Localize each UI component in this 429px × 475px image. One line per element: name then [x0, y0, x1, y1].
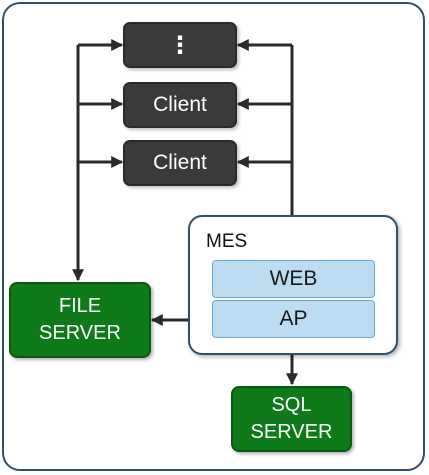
- client-label: Client: [153, 93, 207, 116]
- client-label: Client: [153, 151, 207, 174]
- client-node-1: Client: [123, 82, 237, 128]
- ap-layer: AP: [212, 300, 375, 338]
- client-more-node: ⋮: [123, 22, 237, 68]
- sql-server-label-line1: SQL: [271, 394, 312, 416]
- vertical-ellipsis-icon: ⋮: [168, 31, 192, 59]
- web-layer: WEB: [212, 260, 375, 298]
- sql-server-node: SQL SERVER: [231, 386, 352, 452]
- file-server-node: FILE SERVER: [9, 282, 151, 358]
- mes-title: MES: [206, 231, 248, 252]
- mes-container: MES WEB AP: [188, 215, 398, 355]
- file-server-label-line2: SERVER: [39, 322, 121, 344]
- file-server-label-line1: FILE: [58, 295, 102, 317]
- sql-server-label-line2: SERVER: [250, 421, 333, 443]
- client-node-2: Client: [123, 140, 237, 186]
